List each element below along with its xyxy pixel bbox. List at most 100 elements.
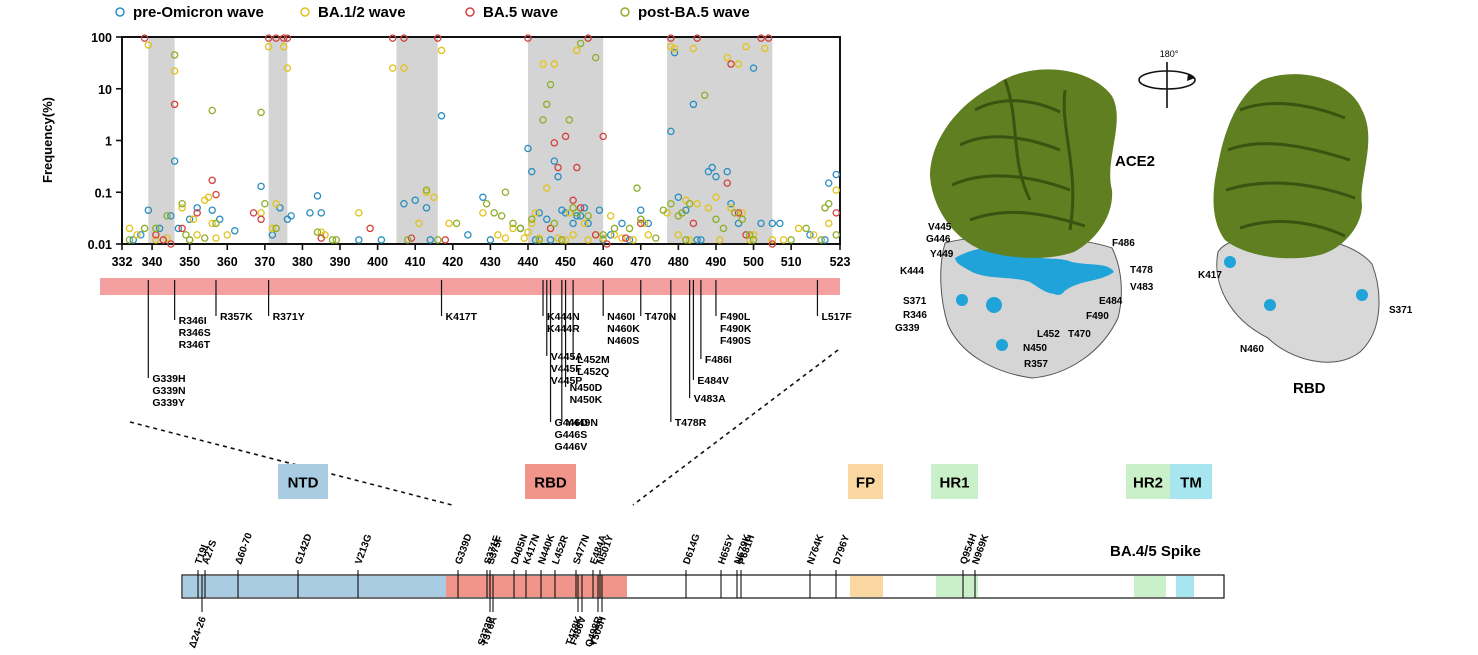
data-point: [464, 231, 472, 239]
domain-box: [525, 464, 576, 499]
rotate-180-icon: [1138, 62, 1196, 108]
mutation-label-line: F490L: [720, 311, 751, 323]
data-points: [125, 34, 840, 248]
data-point: [306, 209, 314, 217]
data-point: [693, 34, 701, 42]
spike-title: BA.4/5 Spike: [1110, 543, 1201, 560]
residue-label: K444: [900, 266, 924, 277]
rotation-label: 180°: [1160, 49, 1179, 59]
shaded-region: [148, 37, 175, 244]
domain-box: [1126, 464, 1170, 499]
mutation-label-line: N460I: [607, 311, 635, 323]
data-point: [276, 204, 284, 212]
spike-mutation-label: Δ24-26: [187, 615, 209, 650]
data-point: [355, 236, 363, 244]
data-point: [328, 236, 337, 244]
domain-box: [1170, 464, 1212, 499]
data-point: [257, 182, 265, 191]
data-point: [599, 234, 607, 242]
domain-label: NTD: [288, 475, 319, 492]
data-point: [667, 127, 675, 136]
data-point: [723, 179, 731, 187]
data-point: [257, 108, 265, 117]
data-point: [520, 234, 528, 242]
domain-box: [931, 464, 978, 499]
x-tick-label: 380: [292, 255, 313, 269]
data-point: [388, 64, 397, 72]
data-point: [170, 51, 179, 59]
x-tick-label: 470: [630, 255, 651, 269]
mutation-label-line: F490K: [720, 323, 752, 335]
data-point: [742, 231, 750, 239]
data-point: [204, 193, 213, 202]
data-point: [704, 167, 713, 176]
data-point: [212, 219, 220, 228]
data-point: [434, 236, 442, 244]
data-point: [163, 234, 171, 242]
data-point: [524, 34, 532, 42]
data-point: [546, 80, 555, 89]
mutation-label: L517F: [821, 311, 852, 323]
data-point: [580, 219, 589, 228]
domain-label: FP: [856, 475, 875, 492]
mutation-label: E484V: [697, 375, 729, 387]
x-tick-label: 460: [593, 255, 614, 269]
shaded-region: [268, 37, 288, 244]
residue-label: G339: [895, 323, 920, 334]
mutation-label-line: K417T: [446, 311, 478, 323]
mutation-label-line: R346T: [179, 339, 211, 351]
data-point: [776, 219, 784, 228]
data-point: [524, 228, 532, 236]
data-point: [527, 215, 536, 224]
data-point: [749, 64, 758, 72]
data-point: [313, 192, 322, 200]
data-point: [561, 209, 570, 217]
x-tick-label: 430: [480, 255, 501, 269]
data-point: [584, 219, 592, 228]
data-point: [543, 184, 551, 192]
residue-label: Y449: [930, 249, 954, 260]
data-point: [452, 219, 461, 228]
data-point: [434, 34, 442, 42]
x-tick-label: 340: [142, 255, 163, 269]
data-point: [640, 219, 649, 228]
data-point: [764, 34, 773, 42]
data-point: [734, 219, 743, 228]
data-point: [580, 204, 589, 212]
data-point: [727, 199, 735, 208]
data-point: [178, 224, 186, 233]
mutation-label-line: L452M: [577, 354, 610, 366]
mutation-label-line: E484V: [697, 375, 729, 387]
data-point: [479, 209, 487, 217]
mutation-label-line: G446V: [555, 441, 588, 453]
data-point: [430, 193, 438, 202]
data-point: [787, 236, 795, 244]
data-point: [644, 219, 653, 228]
data-point: [437, 112, 446, 120]
data-point: [332, 236, 341, 244]
data-point: [715, 236, 724, 244]
data-point: [832, 186, 840, 194]
data-point: [531, 236, 540, 244]
spike-mutation-label: D796Y: [831, 533, 852, 566]
y-tick-label: 0.01: [88, 238, 112, 252]
data-point: [749, 231, 758, 239]
spike-mutation-label: G142D: [293, 532, 314, 566]
data-point: [313, 228, 322, 236]
data-point: [723, 53, 731, 62]
data-point: [561, 236, 570, 244]
epitope-spot-s371: [956, 294, 968, 306]
data-point: [576, 39, 585, 48]
ace2-rbd-complex-left: [930, 69, 1122, 379]
legend-marker: [620, 7, 630, 17]
data-point: [809, 231, 818, 239]
x-tick-label: 480: [668, 255, 689, 269]
data-point: [550, 60, 559, 68]
data-point: [599, 132, 607, 141]
mutation-label-line: V445A: [551, 351, 584, 363]
data-point: [355, 209, 363, 217]
